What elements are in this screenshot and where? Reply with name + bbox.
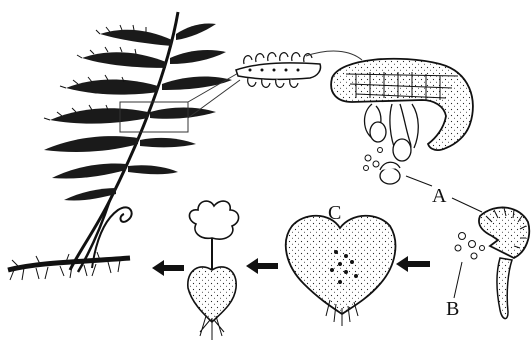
label-a-leader-1	[406, 176, 432, 186]
spores-b	[455, 233, 485, 260]
young-leaf	[189, 201, 238, 239]
enlarged-pinna	[236, 53, 321, 88]
sorus-cross-section	[331, 59, 473, 184]
young-roots	[200, 316, 224, 340]
label-a-leader-2	[452, 198, 482, 212]
arrow-1	[396, 256, 430, 272]
label-b-leader	[454, 262, 462, 298]
spores-released	[364, 148, 383, 171]
label-b: B	[446, 299, 459, 319]
zoom-line-3	[306, 51, 362, 60]
sporangium-opening	[455, 207, 529, 318]
arrow-2	[246, 258, 278, 274]
young-sporophyte	[188, 201, 239, 340]
mature-fern	[8, 12, 232, 280]
prothallus	[286, 216, 396, 326]
fern-pinnae-right	[128, 23, 232, 174]
arrow-3	[152, 260, 184, 276]
label-c: C	[328, 203, 341, 223]
label-a: A	[432, 186, 446, 206]
sporangium-stalk	[497, 258, 512, 319]
rhizome	[8, 258, 130, 270]
